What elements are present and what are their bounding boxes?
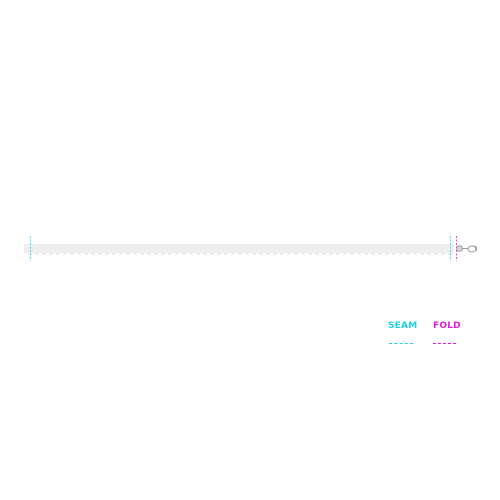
perforation-square xyxy=(266,252,270,255)
perforation-square xyxy=(154,252,158,255)
fold-legend-label: FOLD xyxy=(433,321,461,331)
fold-legend-swatch xyxy=(433,343,456,344)
perforation-square xyxy=(357,252,361,255)
perforation-square xyxy=(252,252,256,255)
perforation-square xyxy=(336,252,340,255)
perforation-square xyxy=(413,252,417,255)
perforation-square xyxy=(308,252,312,255)
perforation-square xyxy=(84,252,88,255)
perforation-square xyxy=(42,252,46,255)
perforation-square xyxy=(441,252,445,255)
strap-perforation-row xyxy=(28,252,452,255)
perforation-square xyxy=(315,252,319,255)
perforation-square xyxy=(161,252,165,255)
perforation-square xyxy=(56,252,60,255)
perforation-square xyxy=(203,252,207,255)
perforation-square xyxy=(301,252,305,255)
perforation-square xyxy=(392,252,396,255)
perforation-square xyxy=(343,252,347,255)
perforation-square xyxy=(420,252,424,255)
perforation-square xyxy=(133,252,137,255)
perforation-square xyxy=(70,252,74,255)
perforation-square xyxy=(189,252,193,255)
perforation-square xyxy=(91,252,95,255)
perforation-square xyxy=(406,252,410,255)
perforation-square xyxy=(294,252,298,255)
seam-legend-swatch xyxy=(389,343,413,344)
lobster-clasp-icon xyxy=(456,245,478,253)
perforation-square xyxy=(175,252,179,255)
seam-legend-label: SEAM xyxy=(388,321,418,331)
perforation-square xyxy=(329,252,333,255)
perforation-square xyxy=(287,252,291,255)
perforation-square xyxy=(371,252,375,255)
perforation-square xyxy=(147,252,151,255)
perforation-square xyxy=(49,252,53,255)
perforation-square xyxy=(434,252,438,255)
perforation-square xyxy=(98,252,102,255)
perforation-square xyxy=(28,252,32,255)
perforation-square xyxy=(182,252,186,255)
perforation-square xyxy=(238,252,242,255)
perforation-square xyxy=(385,252,389,255)
perforation-square xyxy=(77,252,81,255)
perforation-square xyxy=(427,252,431,255)
perforation-square xyxy=(210,252,214,255)
perforation-square xyxy=(35,252,39,255)
perforation-square xyxy=(364,252,368,255)
perforation-square xyxy=(168,252,172,255)
perforation-square xyxy=(224,252,228,255)
perforation-square xyxy=(259,252,263,255)
perforation-square xyxy=(112,252,116,255)
perforation-square xyxy=(126,252,130,255)
perforation-square xyxy=(119,252,123,255)
perforation-square xyxy=(322,252,326,255)
perforation-square xyxy=(140,252,144,255)
perforation-square xyxy=(378,252,382,255)
perforation-square xyxy=(273,252,277,255)
perforation-square xyxy=(105,252,109,255)
perforation-square xyxy=(448,252,452,255)
perforation-square xyxy=(217,252,221,255)
lanyard-strap xyxy=(24,244,454,253)
perforation-square xyxy=(350,252,354,255)
perforation-square xyxy=(231,252,235,255)
perforation-square xyxy=(245,252,249,255)
perforation-square xyxy=(399,252,403,255)
perforation-square xyxy=(63,252,67,255)
perforation-square xyxy=(280,252,284,255)
perforation-square xyxy=(196,252,200,255)
